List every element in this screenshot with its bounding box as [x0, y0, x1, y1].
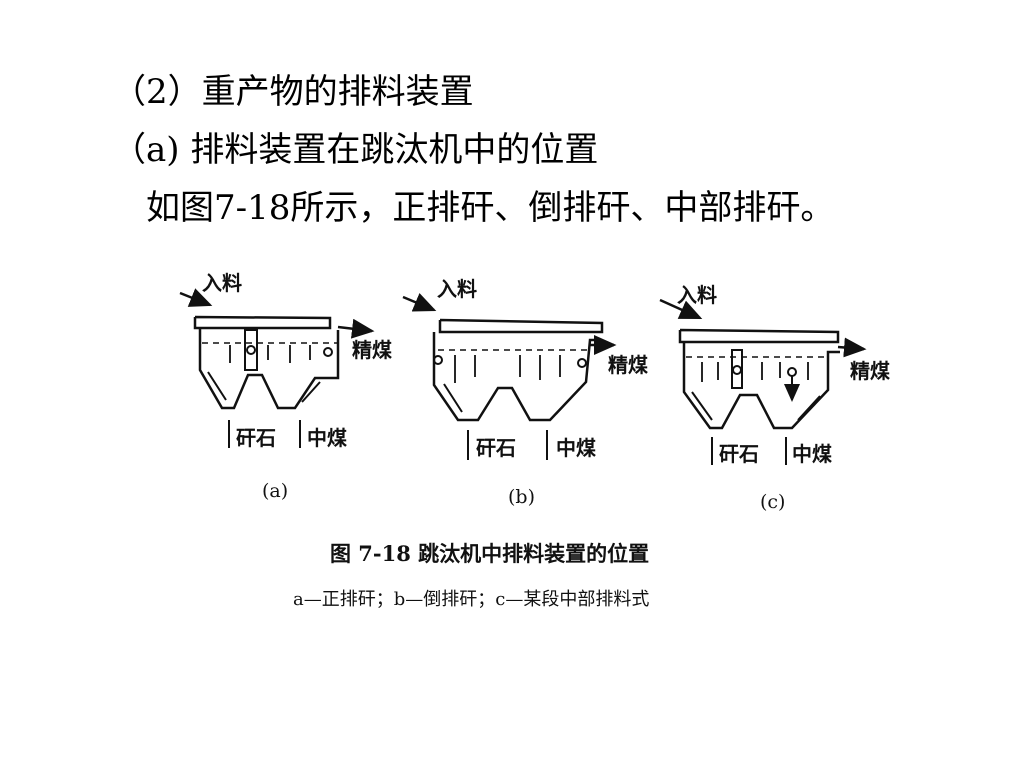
sub-label-a: (a) [262, 480, 288, 502]
top-plate-b [438, 318, 604, 334]
gangue-label-b: 矸石 [476, 436, 516, 460]
sub-label-c: (c) [760, 491, 785, 513]
middlings-label-c: 中煤 [792, 442, 832, 466]
diagram-a: 入料 精煤 矸石 中煤 (a) [179, 271, 392, 502]
clean-coal-arrow-a [337, 318, 375, 339]
feed-arrow-b [402, 293, 437, 312]
clean-coal-arrow-c [837, 337, 867, 358]
sub-label-b: (b) [508, 486, 535, 508]
heading: （2）重产物的排料装置 [112, 72, 474, 112]
feed-arrow-c [659, 298, 703, 320]
middlings-label-a: 中煤 [307, 426, 347, 450]
clean-coal-label-b: 精煤 [608, 353, 648, 377]
top-plate-c [678, 328, 840, 344]
feed-label-c: 入料 [677, 283, 717, 307]
middlings-label-b: 中煤 [556, 436, 596, 460]
clean-coal-label-c: 精煤 [850, 359, 890, 383]
clean-coal-label-a: 精煤 [352, 338, 392, 362]
feed-arrow-a [179, 288, 213, 307]
top-plate-a [193, 315, 332, 330]
figure-legend: a—正排矸；b—倒排矸；c—某段中部排料式 [293, 589, 649, 610]
feed-label-a: 入料 [202, 271, 242, 295]
gangue-label-c: 矸石 [719, 442, 759, 466]
diagram-b: 入料 精煤 矸石 中煤 (b) [402, 277, 648, 508]
body-text: 如图7-18所示，正排矸、倒排矸、中部排矸。 [146, 188, 835, 228]
subheading: （a) 排料装置在跳汰机中的位置 [112, 130, 599, 170]
feed-label-b: 入料 [437, 277, 477, 301]
figure-caption: 图 7-18 跳汰机中排料装置的位置 [330, 541, 649, 566]
gangue-label-a: 矸石 [236, 426, 276, 450]
diagram-c: 入料 精煤 矸石 中煤 (c) [659, 283, 890, 513]
